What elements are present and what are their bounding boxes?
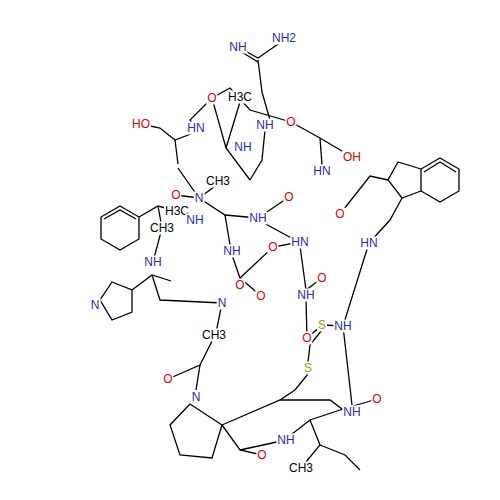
atom-label: HN [186,122,205,135]
atom-label: NH [248,212,267,225]
atom-label: NH [228,41,247,54]
atom-label: O [162,373,173,386]
atom-label: HN [312,165,331,178]
atom-label: CH3 [149,222,175,235]
atom-label: CH3 [205,175,231,188]
atom-label: N [217,297,228,310]
atom-label: NH [342,406,361,419]
atom-label: NH [296,289,315,302]
atom-label: NH [222,245,241,258]
atom-label: O [267,241,278,254]
atom-label: NH2 [271,32,297,45]
atom-label: O [285,116,296,129]
atom-label: NH [276,434,295,447]
atom-label: NH [185,214,204,227]
atom-label: CH3 [201,329,227,342]
atom-label: HN [359,237,378,250]
atom-label: O [283,191,294,204]
atom-label: O [316,272,327,285]
atom-label: HO [131,118,151,131]
atom-label: O [206,92,217,105]
atom-label: OH [342,151,362,164]
atom-label: NH [143,256,162,269]
atom-label: O [301,332,312,345]
atom-label: CH3 [288,462,314,475]
atom-label: S [317,319,327,332]
atom-label: O [255,290,266,303]
atom-label: N [191,391,202,404]
atom-label: O [234,279,245,292]
atom-label: H3C [227,91,253,104]
atom-label: N [194,192,205,205]
atom-label: O [334,208,345,221]
atom-label: HN [290,236,309,249]
atom-label: O [170,189,181,202]
atom-label: NH [333,320,352,333]
atom-label: N [90,299,101,312]
atom-label: NH [255,119,274,132]
atom-label: NH [233,141,252,154]
atom-label: O [256,449,267,462]
atom-label: O [371,393,382,406]
atom-label: S [303,362,313,375]
